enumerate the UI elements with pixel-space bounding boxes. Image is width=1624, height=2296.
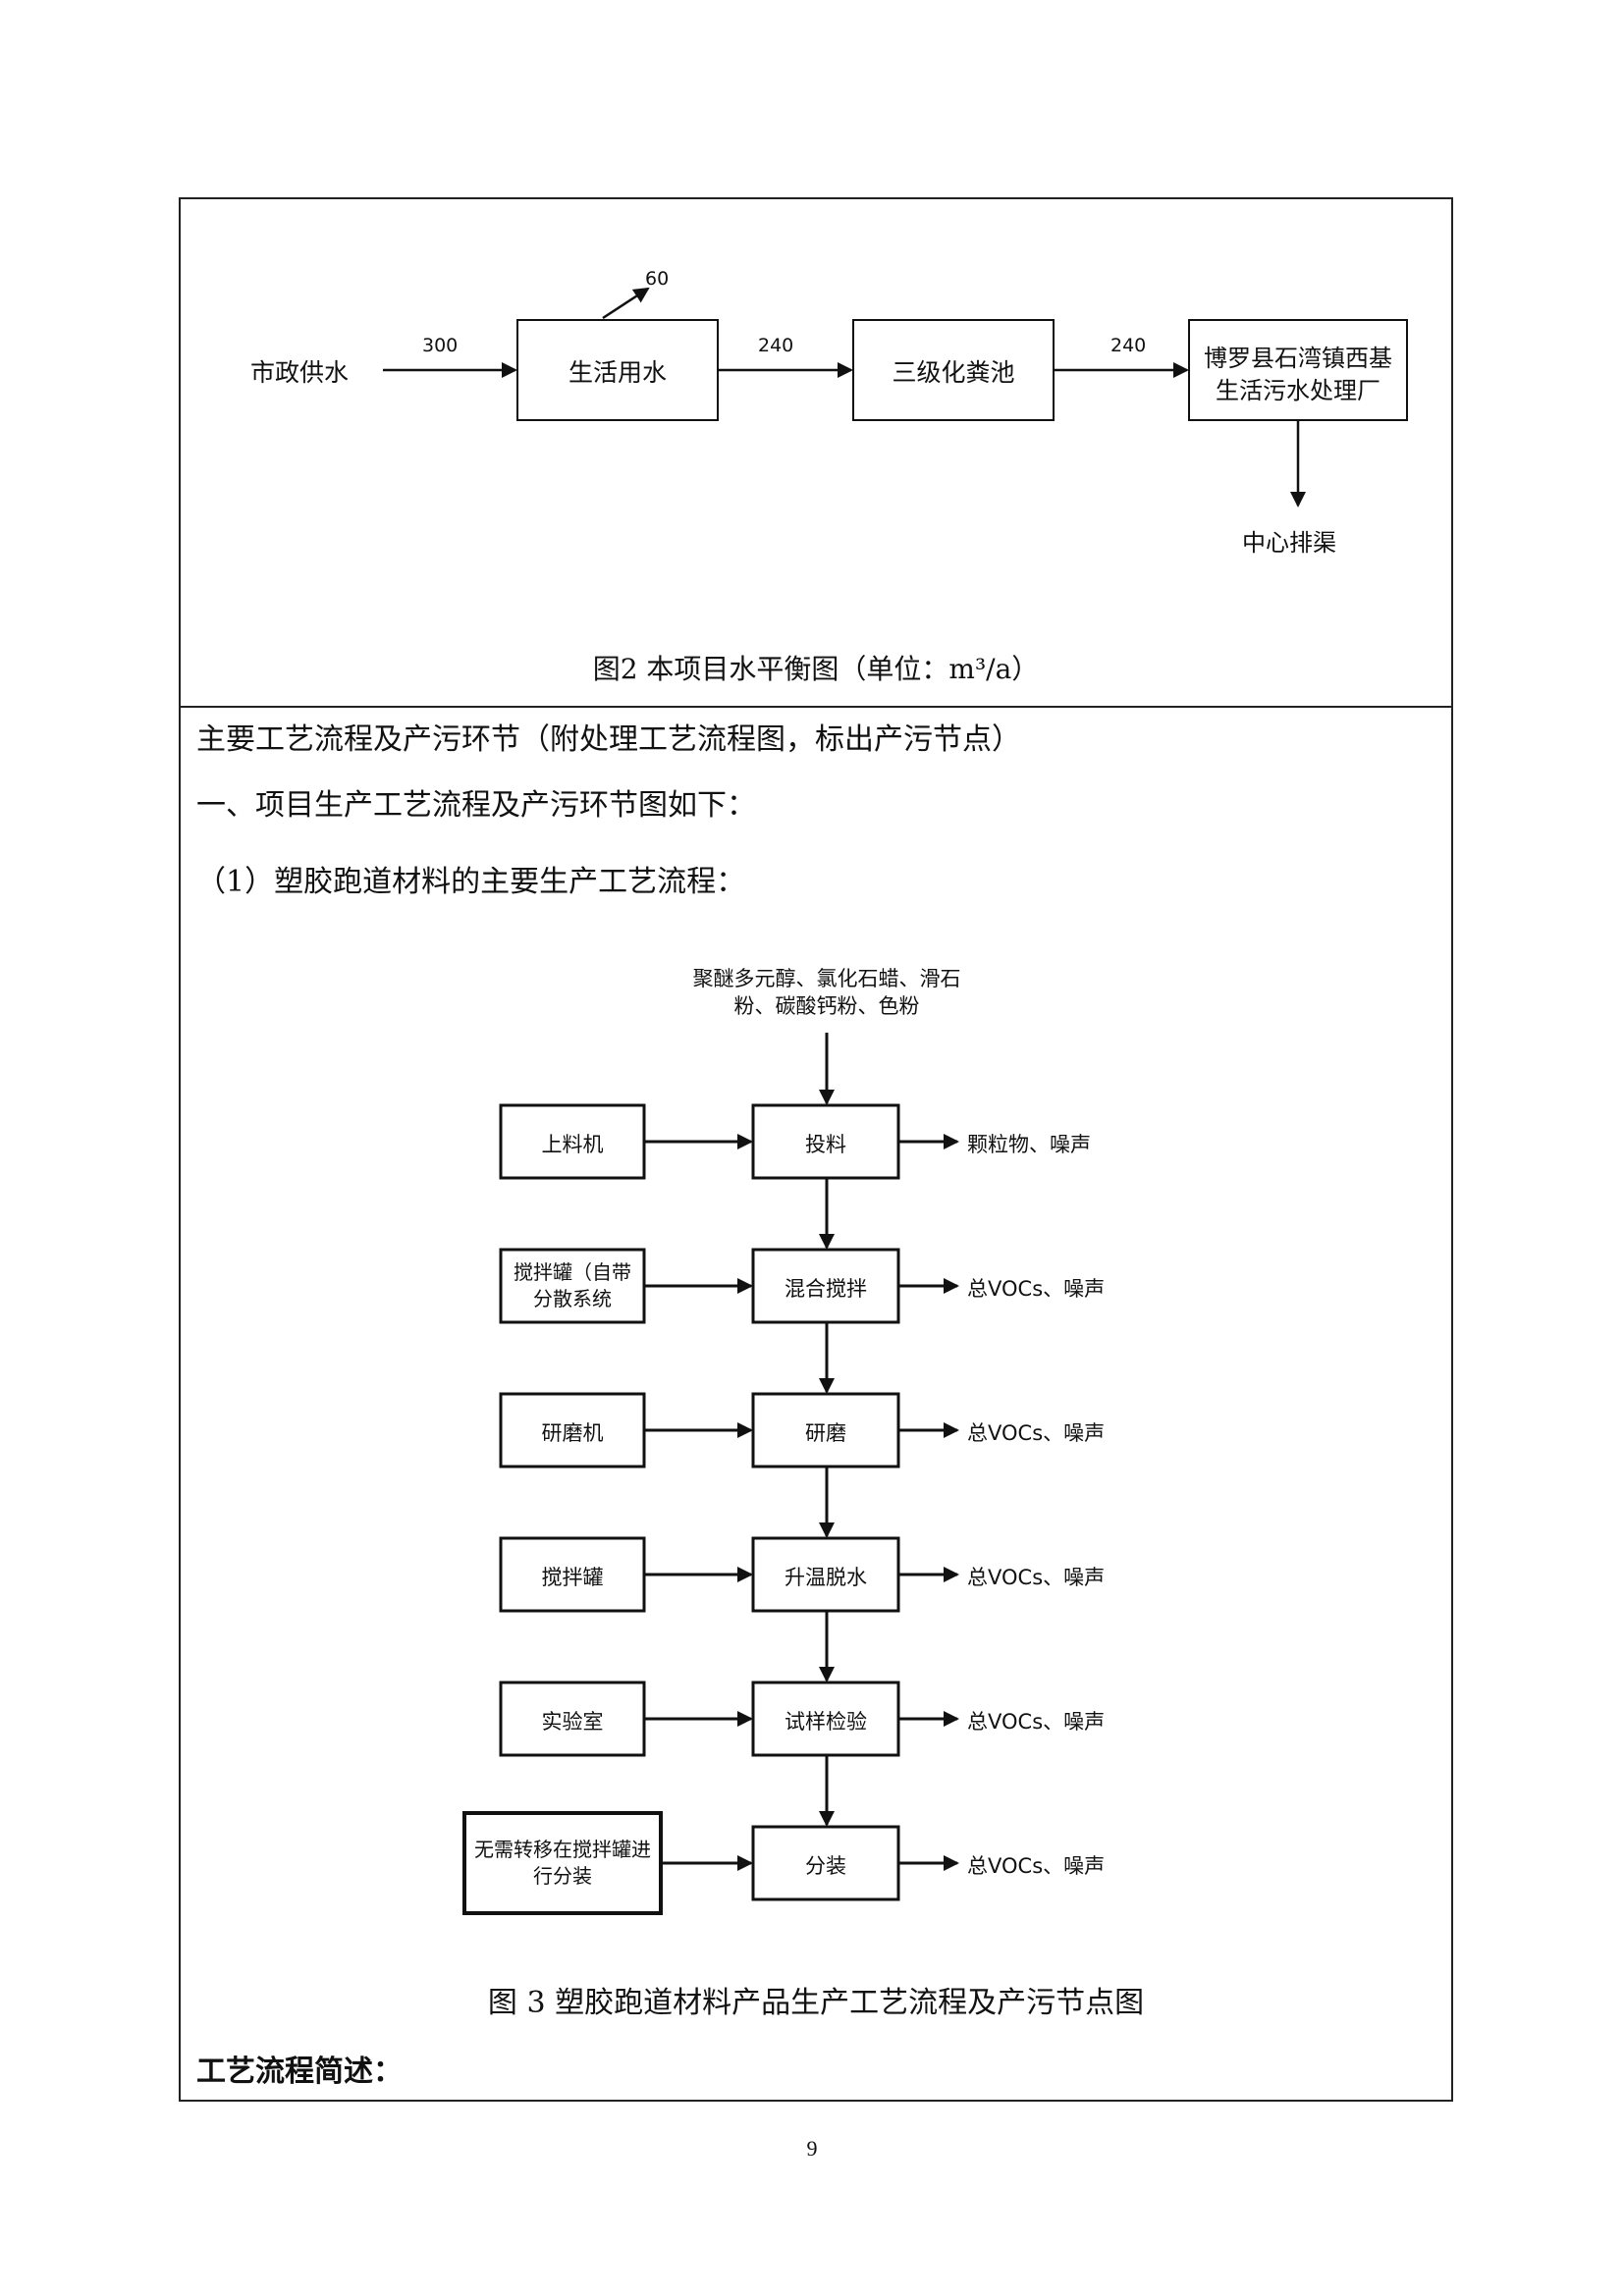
label-septic: 三级化粪池: [892, 358, 1015, 387]
label-plant-line2: 生活污水处理厂: [1216, 377, 1380, 404]
equipment-label: 实验室: [541, 1710, 604, 1734]
step-label: 升温脱水: [785, 1566, 867, 1589]
equipment-label-line2: 行分装: [533, 1864, 592, 1888]
equipment-label: 研磨机: [541, 1421, 604, 1445]
output-label: 总VOCs、噪声: [967, 1566, 1106, 1589]
label-source: 市政供水: [250, 358, 350, 387]
process-flow: [462, 1103, 959, 1915]
output-label: 总VOCs、噪声: [967, 1277, 1106, 1301]
output-label: 总VOCs、噪声: [967, 1710, 1106, 1734]
step-box: [751, 1103, 900, 1180]
section-heading: 主要工艺流程及产污环节（附处理工艺流程图，标出产污节点）: [196, 722, 1021, 757]
page-frame: [179, 197, 1453, 2102]
equipment-label: 搅拌罐（自带: [514, 1260, 631, 1284]
output-label: 颗粒物、噪声: [967, 1133, 1091, 1156]
caption-process: 图 3 塑胶跑道材料产品生产工艺流程及产污节点图: [487, 1986, 1145, 2020]
section-line1: 一、项目生产工艺流程及产污环节图如下：: [196, 788, 756, 823]
equipment-box: [499, 1248, 646, 1324]
raw-line1: 聚醚多元醇、氯化石蜡、滑石: [692, 967, 961, 990]
step-box: [751, 1392, 900, 1468]
equipment-box: [462, 1811, 663, 1915]
equipment-box: [499, 1103, 646, 1180]
flow-to-septic: 240: [758, 335, 794, 356]
step-box: [751, 1825, 900, 1901]
section-line2: （1）塑胶跑道材料的主要生产工艺流程：: [196, 865, 746, 899]
flow-to-plant: 240: [1110, 335, 1147, 356]
flow-in: 300: [422, 335, 459, 356]
summary-heading: 工艺流程简述：: [196, 2055, 403, 2089]
label-plant-line1: 博罗县石湾镇西基: [1204, 345, 1392, 372]
box-septic: [852, 319, 1055, 421]
equipment-label-line2: 分散系统: [533, 1287, 612, 1310]
equipment-label: 搅拌罐: [541, 1566, 604, 1589]
caption-water-balance: 图2 本项目水平衡图（单位：m³/a）: [592, 653, 1040, 685]
step-label: 试样检验: [785, 1710, 867, 1734]
label-domestic: 生活用水: [568, 358, 667, 387]
output-label: 总VOCs、噪声: [967, 1854, 1106, 1878]
step-label: 混合搅拌: [785, 1277, 867, 1301]
step-label: 投料: [805, 1133, 846, 1156]
label-discharge: 中心排渠: [1242, 529, 1336, 557]
output-label: 总VOCs、噪声: [967, 1421, 1106, 1445]
arrow-loss: [602, 287, 650, 320]
step-label: 分装: [805, 1854, 846, 1878]
equipment-label: 无需转移在搅拌罐进: [474, 1838, 651, 1861]
equipment-box: [499, 1681, 646, 1757]
step-box: [751, 1681, 900, 1757]
page-number: 9: [806, 2136, 818, 2161]
row-divider: [181, 706, 1451, 708]
flow-loss: 60: [645, 268, 670, 290]
step-label: 研磨: [805, 1421, 846, 1445]
equipment-label: 上料机: [541, 1133, 604, 1156]
box-plant: [1188, 319, 1408, 421]
equipment-box: [499, 1536, 646, 1613]
raw-line2: 粉、碳酸钙粉、色粉: [733, 994, 920, 1018]
